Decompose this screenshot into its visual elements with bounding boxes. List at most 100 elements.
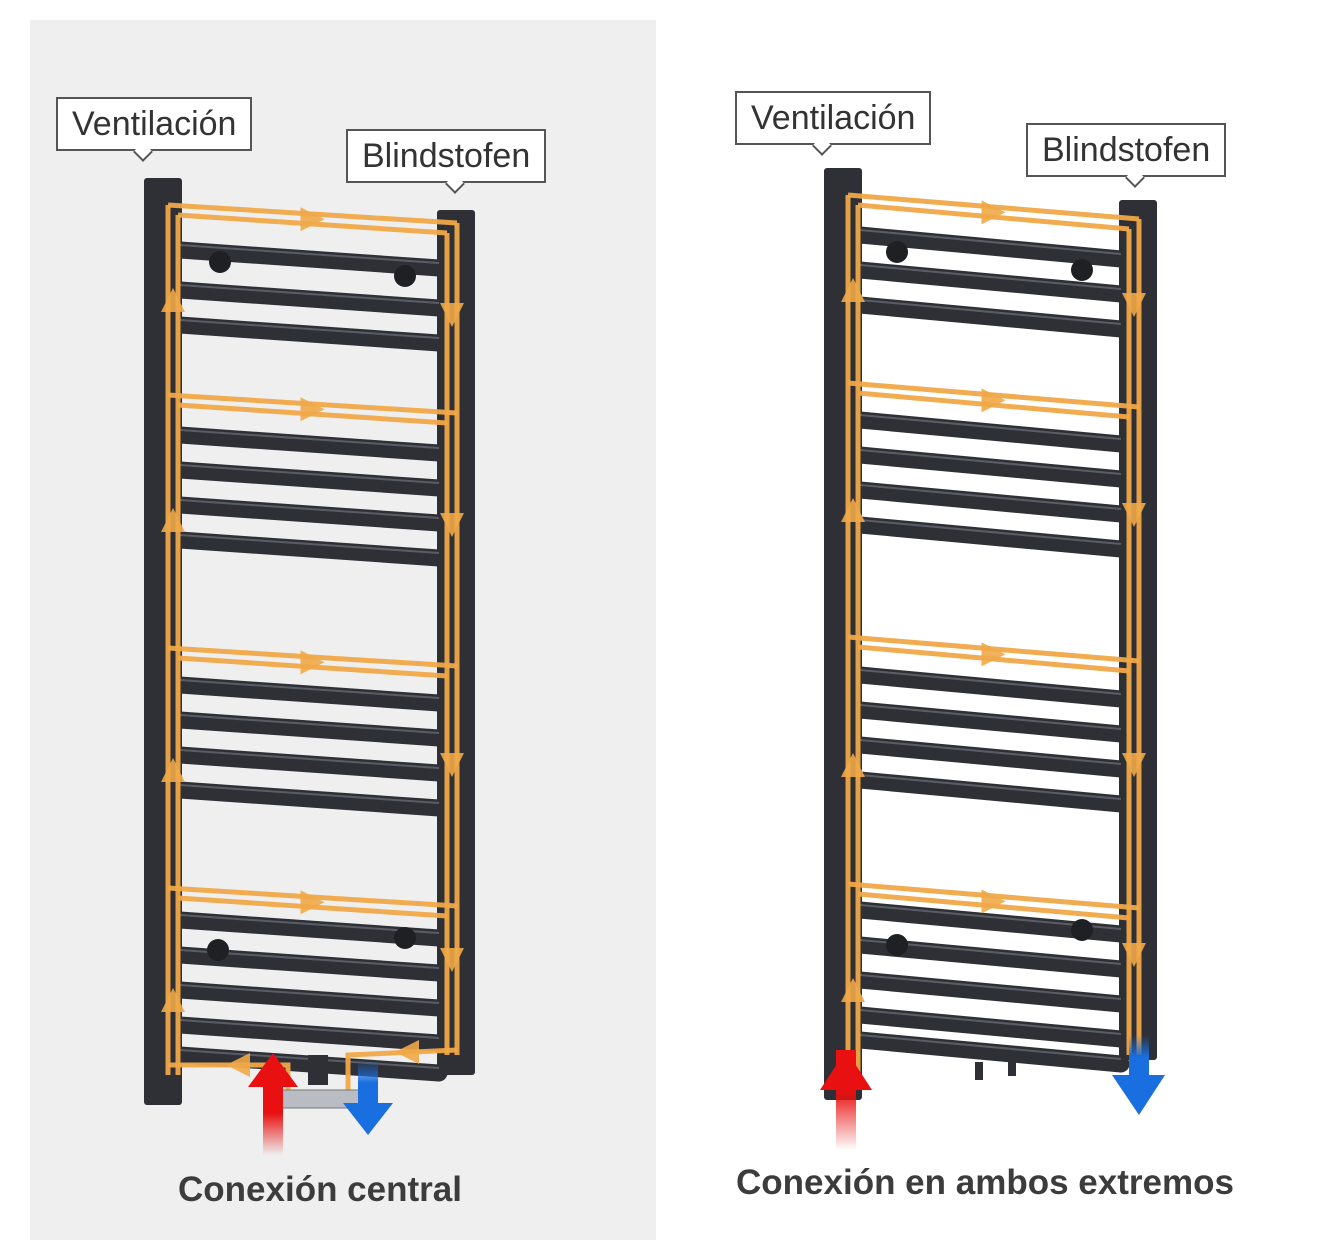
radiator-bar <box>171 676 448 712</box>
radiator-bar <box>851 481 1130 523</box>
flow-arrow-up <box>161 758 185 782</box>
flow-arrow-down <box>440 303 464 327</box>
radiator-bar <box>171 746 448 782</box>
hot-arrow-shaft <box>263 1085 283 1155</box>
radiator-bar <box>171 781 448 817</box>
flow-arrow-down <box>1122 503 1146 527</box>
bar-highlight <box>859 484 1122 510</box>
bar-highlight <box>179 319 440 339</box>
radiator-bar <box>851 296 1130 338</box>
bar-highlight <box>859 704 1122 730</box>
bar-highlight <box>179 784 440 804</box>
bottom-plug <box>975 1062 983 1080</box>
bar-highlight <box>179 984 440 1004</box>
cold-arrow-shaft <box>1129 1035 1149 1080</box>
hook-knob <box>886 934 908 956</box>
flow-arrow-left <box>395 1040 419 1064</box>
flow-arrow-up <box>161 988 185 1012</box>
blindstofen-label-central: Blindstofen <box>346 129 547 183</box>
flow-arrow-right <box>300 207 325 232</box>
hook-knob <box>209 251 231 273</box>
bar-highlight <box>859 264 1122 290</box>
flow-arrow-up <box>161 508 185 532</box>
center-connector <box>308 1055 328 1085</box>
vent-label-central: Ventilación <box>56 97 253 151</box>
flow-line-bottom-return <box>345 1047 458 1090</box>
flow-arrow-right <box>981 642 1006 667</box>
vent-label-both-ends: Ventilación <box>735 91 932 145</box>
bar-highlight <box>179 534 440 554</box>
bar-highlight <box>179 914 440 934</box>
hook-knob <box>1071 919 1093 941</box>
radiator-bar <box>171 426 448 462</box>
bar-highlight <box>179 464 440 484</box>
radiator-bar <box>851 771 1130 813</box>
flow-arrow-right <box>300 397 325 422</box>
cold-arrow-icon <box>1112 1075 1165 1115</box>
flow-arrow-up <box>841 978 865 1002</box>
flow-arrow-down <box>1122 943 1146 967</box>
cold-arrow-icon <box>343 1103 393 1135</box>
bar-highlight <box>179 244 440 264</box>
bar-highlight <box>859 1009 1122 1035</box>
hot-arrow-icon <box>248 1053 298 1087</box>
flow-arrow-up <box>841 498 865 522</box>
radiator-bar <box>851 666 1130 708</box>
radiator-bar <box>171 461 448 497</box>
hook-knob <box>1071 259 1093 281</box>
flow-arrow-right <box>300 890 325 915</box>
bar-highlight <box>859 229 1122 255</box>
flow-arrow-up <box>841 753 865 777</box>
radiator-bar <box>851 736 1130 778</box>
bar-highlight <box>859 519 1122 545</box>
flow-arrow-down <box>440 948 464 972</box>
left-post <box>824 168 862 1100</box>
hot-arrow-icon <box>820 1050 872 1090</box>
radiator-bar <box>171 711 448 747</box>
flow-arrow-down <box>440 513 464 537</box>
flow-arrow-left <box>226 1053 250 1077</box>
hook-knob <box>207 939 229 961</box>
bar-highlight <box>859 1034 1122 1060</box>
flow-arrow-right <box>981 200 1006 225</box>
radiator-bar <box>851 226 1130 268</box>
bar-highlight <box>859 414 1122 440</box>
flow-arrow-down <box>1122 753 1146 777</box>
radiator-bar <box>851 701 1130 743</box>
radiator-bar <box>171 496 448 532</box>
bar-highlight <box>859 299 1122 325</box>
hook-knob <box>394 265 416 287</box>
radiator-bar <box>851 446 1130 488</box>
radiator-bar <box>851 516 1130 558</box>
radiator-bar <box>851 411 1130 453</box>
bar-highlight <box>179 749 440 769</box>
bar-highlight <box>179 429 440 449</box>
bar-highlight <box>859 449 1122 475</box>
radiator-bar <box>851 1006 1130 1048</box>
caption-central: Conexión central <box>178 1170 462 1209</box>
bar-highlight <box>179 284 440 304</box>
flow-arrow-right <box>981 889 1006 914</box>
flow-arrow-right <box>981 388 1006 413</box>
left-post <box>144 178 182 1105</box>
bar-highlight <box>179 679 440 699</box>
radiator-bar <box>171 316 448 352</box>
flow-arrow-down <box>1122 293 1146 317</box>
radiator-bar <box>851 971 1130 1013</box>
flow-arrow-down <box>440 753 464 777</box>
hook-knob <box>394 927 416 949</box>
bar-highlight <box>179 1019 440 1039</box>
bar-highlight <box>859 774 1122 800</box>
radiator-bar <box>851 1031 1130 1073</box>
bottom-plug <box>1008 1058 1016 1076</box>
flow-arrow-up <box>161 288 185 312</box>
radiator-bar <box>171 531 448 567</box>
blindstofen-label-both-ends: Blindstofen <box>1026 123 1227 177</box>
caption-both-ends: Conexión en ambos extremos <box>736 1163 1234 1202</box>
flow-arrow-right <box>300 650 325 675</box>
bar-highlight <box>859 669 1122 695</box>
hook-knob <box>886 241 908 263</box>
radiator-bar <box>171 981 448 1017</box>
radiator-bar <box>851 261 1130 303</box>
